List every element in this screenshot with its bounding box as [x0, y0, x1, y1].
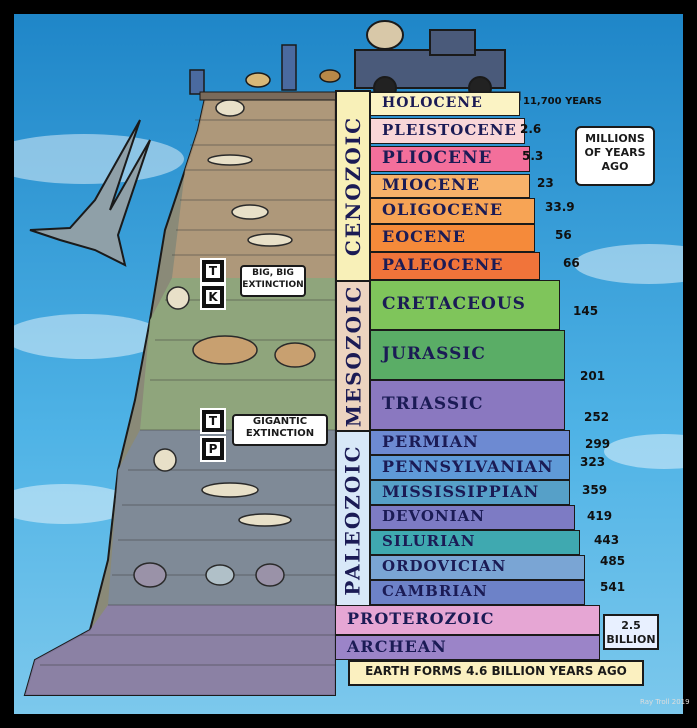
period-age: 5.3: [522, 149, 544, 163]
period-age: 11,700 YEARS: [523, 96, 602, 107]
period-label: OLIGOCENE: [382, 200, 504, 219]
period-label: PALEOCENE: [382, 255, 504, 274]
boundary-badge-t: T: [200, 258, 226, 284]
period-age: 323: [580, 455, 606, 469]
people-icon: [189, 44, 297, 95]
period-band-permian: [370, 430, 570, 455]
rabbit-icon: [319, 69, 341, 83]
period-label: HOLOCENE: [382, 95, 483, 111]
period-band-cretaceous: [370, 280, 560, 330]
dinosaur-skull-icon: [192, 335, 258, 365]
period-age: 443: [594, 533, 620, 547]
period-label: PLEISTOCENE: [382, 120, 517, 139]
bone-fossil-icon: [207, 154, 253, 166]
fish-fossil-icon: [238, 513, 292, 527]
period-band-ordovician: [370, 555, 585, 580]
period-label: JURASSIC: [382, 343, 486, 364]
ammonite-icon: [166, 286, 190, 310]
period-band-pliocene: [370, 146, 530, 172]
trilobite-icon: [255, 563, 285, 587]
period-age: 201: [580, 369, 606, 383]
trilobite-icon: [133, 562, 167, 588]
period-band-eocene: [370, 224, 535, 252]
cloud: [14, 314, 164, 359]
period-age: 419: [587, 509, 613, 523]
era-mesozoic: MESOZOIC: [335, 280, 371, 432]
billion-callout: 2.5 BILLION: [603, 614, 659, 650]
period-label: PROTEROZOIC: [347, 609, 495, 628]
fossils: [133, 99, 316, 588]
period-band-pleistocene: [370, 118, 525, 144]
boundary-badge-k: K: [200, 284, 226, 310]
period-label: MISSISSIPPIAN: [382, 481, 540, 501]
period-label: PLIOCENE: [382, 147, 493, 168]
boundary-badge-t: T: [200, 408, 226, 434]
period-label: EOCENE: [382, 227, 466, 246]
period-age: 299: [585, 437, 611, 451]
period-age: 541: [600, 580, 626, 594]
period-label: PENNSYLVANIAN: [382, 456, 554, 476]
period-age: 2.6: [520, 122, 542, 136]
period-band-miocene: [370, 174, 530, 198]
rock-stratum-precambrian: [25, 605, 335, 695]
period-band-triassic: [370, 380, 565, 430]
period-age: 66: [563, 256, 580, 270]
period-label: DEVONIAN: [382, 507, 485, 525]
millions-of-years-callout: MILLIONS OF YEARS AGO: [575, 126, 655, 186]
period-band-mississippian: [370, 480, 570, 505]
period-band-paleocene: [370, 252, 540, 280]
boundary-badge-p: P: [200, 436, 226, 462]
rock-stratum-paleozoic: [108, 430, 335, 605]
rock-stratum-cenozoic: [172, 98, 335, 278]
cloud: [14, 134, 184, 184]
pt-extinction-callout: GIGANTIC EXTINCTION: [232, 414, 328, 446]
era-paleozoic: PALEOZOIC: [335, 430, 371, 609]
period-label: MIOCENE: [382, 175, 480, 194]
period-label: SILURIAN: [382, 532, 476, 550]
fossil-icon: [231, 204, 269, 220]
period-label: ARCHEAN: [347, 636, 447, 656]
period-age: 145: [573, 304, 599, 318]
fish-fossil-icon: [201, 482, 259, 498]
period-age: 252: [584, 410, 610, 424]
period-label: PERMIAN: [382, 431, 479, 451]
pickup-truck-icon: [354, 20, 506, 100]
era-cenozoic: CENOZOIC: [335, 90, 371, 282]
period-label: TRIASSIC: [382, 393, 484, 414]
leaf-fossil-icon: [274, 342, 316, 368]
period-age: 23: [537, 176, 554, 190]
period-band-silurian: [370, 530, 580, 555]
period-band-pennsylvanian: [370, 455, 570, 480]
trilobite-icon: [205, 564, 235, 586]
period-band-devonian: [370, 505, 575, 530]
skull-fossil-icon: [215, 99, 245, 117]
period-band-proterozoic: [335, 605, 600, 635]
period-label: ORDOVICIAN: [382, 557, 507, 575]
period-band-holocene: [370, 92, 520, 116]
period-age: 485: [600, 554, 626, 568]
dog-icon: [245, 72, 271, 88]
period-label: CAMBRIAN: [382, 582, 488, 600]
fish-fossil-icon: [247, 233, 293, 247]
period-age: 359: [582, 483, 608, 497]
pterosaur-icon: [29, 119, 151, 267]
cloud: [574, 244, 683, 284]
period-band-jurassic: [370, 330, 565, 380]
artist-signature: Ray Troll 2019: [640, 698, 690, 706]
kt-extinction-callout: BIG, BIG EXTINCTION: [240, 265, 306, 297]
ammonite-icon: [153, 448, 177, 472]
period-band-oligocene: [370, 198, 535, 224]
period-age: 33.9: [545, 200, 575, 214]
earth-forms-banner: EARTH FORMS 4.6 BILLION YEARS AGO: [348, 660, 644, 686]
period-band-archean: [335, 635, 600, 660]
period-band-cambrian: [370, 580, 585, 605]
period-age: 56: [555, 228, 572, 242]
period-label: CRETACEOUS: [382, 293, 526, 314]
